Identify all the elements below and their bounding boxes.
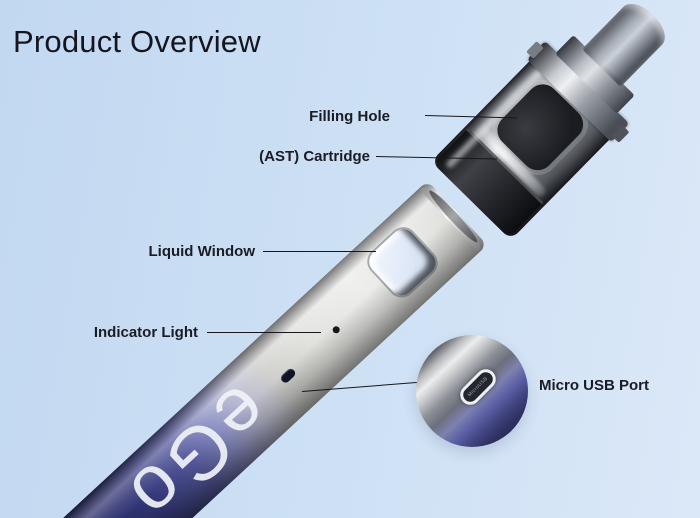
label-ast-cartridge: (AST) Cartridge	[259, 148, 370, 165]
usb-port-engraving: MicroUSB	[466, 375, 490, 399]
label-micro-usb-port: Micro USB Port	[539, 377, 650, 394]
micro-usb-port-magnified: MicroUSB	[456, 365, 500, 409]
battery-body: eGo	[16, 180, 488, 518]
leader-line-liquid-window	[263, 251, 376, 252]
micro-usb-port-slot	[279, 366, 298, 385]
indicator-light-dot	[331, 324, 342, 335]
label-filling-hole: Filling Hole	[309, 108, 390, 125]
usb-zoom-inset: MicroUSB	[416, 335, 528, 447]
label-liquid-window: Liquid Window	[148, 243, 255, 260]
leader-line-indicator-light	[207, 332, 321, 333]
brand-logo: eGo	[109, 368, 286, 518]
label-indicator-light: Indicator Light	[93, 324, 198, 341]
cartridge-assembly	[430, 0, 693, 240]
liquid-window-cutout	[364, 224, 441, 301]
page-title: Product Overview	[13, 24, 261, 59]
